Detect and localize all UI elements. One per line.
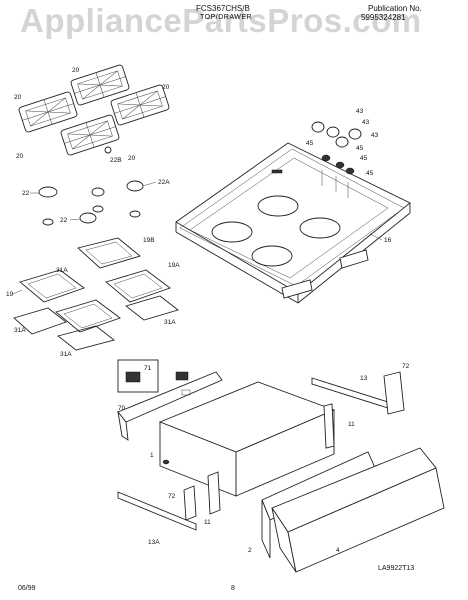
- callout-drawer-panel: 4: [336, 547, 340, 554]
- grate-part[interactable]: [60, 114, 120, 156]
- callout-ring: 31A: [56, 267, 68, 274]
- model-number: FCS367CHS/B: [196, 4, 250, 13]
- publication-date: 06/99: [18, 585, 36, 592]
- callout-ring: 31A: [60, 351, 72, 358]
- bracket-part[interactable]: [117, 371, 223, 441]
- drip-pan-part[interactable]: [55, 299, 121, 333]
- callout-pan-a: 19A: [168, 262, 180, 269]
- slide-part[interactable]: [207, 403, 335, 515]
- knob-part[interactable]: [348, 128, 362, 140]
- watermark: AppliancePartsPros.com: [20, 2, 422, 39]
- callout-grate: 20: [16, 153, 24, 160]
- drip-pan-part[interactable]: [77, 237, 141, 269]
- publication-label: Publication No.: [368, 4, 422, 13]
- trim-ring-part[interactable]: [57, 325, 115, 351]
- drawer-panel-part[interactable]: [271, 447, 445, 573]
- burner-cap-group: 22 22A 22: [22, 179, 170, 226]
- knob-seal-part[interactable]: [335, 161, 345, 169]
- drip-pan-group: 19B 31A 19A 19 31A 31A 31A: [6, 237, 180, 358]
- burner-cap-a-part[interactable]: [126, 180, 144, 192]
- callout-cooktop: 16: [384, 237, 392, 244]
- grate-part[interactable]: [70, 64, 130, 106]
- publication-number: 5995324281: [361, 13, 406, 22]
- clip-detail-frame: [117, 359, 159, 393]
- callout-knob: 43: [362, 119, 370, 126]
- burner-cap-part[interactable]: [38, 186, 58, 198]
- callout-bracket-72: 72: [402, 363, 410, 370]
- knob-seal-part[interactable]: [345, 167, 355, 175]
- callout-slide: 11: [204, 519, 211, 526]
- drip-pan-part[interactable]: [105, 269, 171, 303]
- brand-badge: [271, 169, 283, 174]
- knob-seal-part[interactable]: [321, 154, 331, 162]
- callout-grate: 20: [128, 155, 136, 162]
- knob-part[interactable]: [326, 126, 340, 138]
- callout-cap: 22: [60, 217, 68, 224]
- knob-part[interactable]: [311, 121, 325, 133]
- section-title: TOP/DRAWER: [200, 14, 253, 21]
- grate-part[interactable]: [18, 91, 78, 133]
- callout-bracket-72: 72: [168, 493, 176, 500]
- knob-part[interactable]: [335, 136, 349, 148]
- callout-seal: 45: [356, 145, 364, 152]
- grate-bumper-part[interactable]: [104, 146, 112, 154]
- clip-part[interactable]: [125, 371, 189, 383]
- burner-head-part[interactable]: [42, 218, 54, 226]
- callout-drawer: 1: [150, 452, 154, 459]
- callout-seal: 45: [366, 170, 374, 177]
- callout-grate: 20: [162, 84, 170, 91]
- callout-knob: 43: [371, 132, 379, 139]
- callout-seal: 45: [360, 155, 368, 162]
- callout-rail: 13: [360, 375, 368, 382]
- trim-ring-part[interactable]: [125, 295, 179, 321]
- grate-part[interactable]: [110, 84, 170, 126]
- drawing-reference: LA9922T13: [378, 565, 415, 572]
- cooktop-bracket-part[interactable]: [281, 249, 369, 299]
- callout-rail-a: 13A: [148, 539, 160, 546]
- cooktop-group: 16: [175, 142, 411, 304]
- callout-knob: 43: [356, 108, 364, 115]
- cooktop-part[interactable]: [175, 142, 411, 304]
- callout-seal: 45: [306, 140, 314, 147]
- callout-grate: 20: [14, 94, 22, 101]
- trim-ring-part[interactable]: [13, 307, 67, 335]
- callout-pan: 19: [6, 291, 14, 298]
- burner-cap-part[interactable]: [79, 212, 97, 224]
- drawer-group: 70 71 1 11 11 13 72 13A: [117, 359, 445, 573]
- callout-bracket-70: 70: [118, 405, 126, 412]
- grate-group: 20 20 20 20 20 22B: [14, 64, 170, 164]
- callout-grate: 20: [72, 67, 80, 74]
- knob-group: 43 43 43 45 45 45 45: [306, 108, 379, 198]
- callout-cap-a: 22A: [158, 179, 170, 186]
- callout-clip: 71: [144, 365, 152, 372]
- page-number: 8: [231, 585, 235, 592]
- burner-head-part[interactable]: [92, 205, 104, 213]
- callout-pan-b: 19B: [143, 237, 155, 244]
- burner-head-part[interactable]: [91, 187, 105, 197]
- callout-ring: 31A: [14, 327, 26, 334]
- callout-drawer-front: 2: [248, 547, 252, 554]
- rail-part[interactable]: [117, 491, 197, 531]
- burner-head-part[interactable]: [129, 210, 141, 218]
- callout-slide: 11: [348, 421, 355, 428]
- drip-pan-part[interactable]: [19, 269, 85, 303]
- callout-grate-small: 22B: [110, 157, 122, 164]
- callout-cap: 22: [22, 190, 30, 197]
- bracket-part[interactable]: [183, 485, 197, 521]
- callout-ring: 31A: [164, 319, 176, 326]
- rail-part[interactable]: [311, 371, 405, 415]
